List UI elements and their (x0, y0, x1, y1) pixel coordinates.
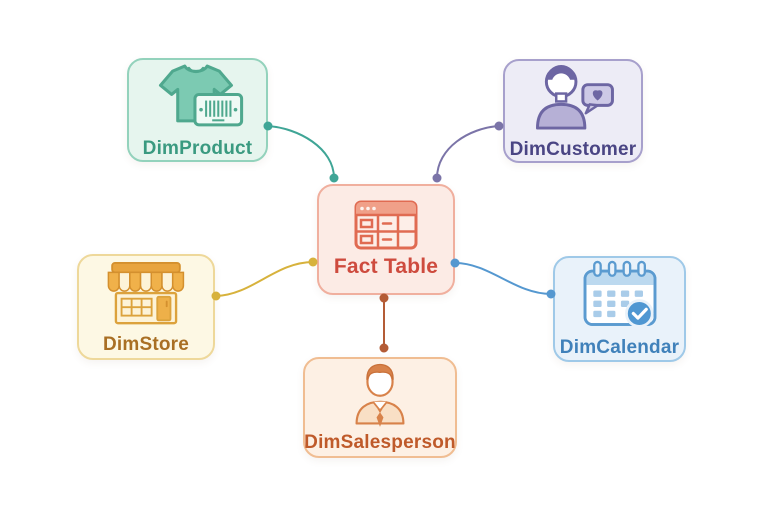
person-tie-icon (355, 363, 405, 427)
node-dim-product[interactable]: DimProduct (127, 58, 268, 162)
node-label-dim-customer: DimCustomer (509, 139, 637, 160)
connector-fact-salesperson (379, 293, 389, 353)
connector-store-fact (211, 257, 318, 301)
node-label-dim-product: DimProduct (142, 138, 253, 159)
node-dim-salesperson[interactable]: DimSalesperson (303, 357, 457, 458)
node-dim-store[interactable]: DimStore (77, 254, 215, 360)
node-label-fact-table: Fact Table (333, 255, 439, 278)
storefront-icon (107, 261, 185, 324)
tshirt-barcode-icon (158, 64, 243, 127)
node-fact-table[interactable]: Fact Table (317, 184, 455, 295)
node-label-dim-store: DimStore (102, 333, 190, 355)
node-dim-customer[interactable]: DimCustomer (503, 59, 643, 163)
connector-fact-calendar (450, 258, 556, 299)
person-heart-chat-icon (536, 64, 614, 130)
connector-product-fact (263, 121, 339, 183)
node-label-dim-calendar: DimCalendar (559, 336, 680, 358)
connector-customer-fact (432, 121, 504, 183)
calendar-check-icon (583, 260, 656, 328)
node-label-dim-salesperson: DimSalesperson (304, 432, 456, 453)
node-dim-calendar[interactable]: DimCalendar (553, 256, 686, 362)
data-table-icon (354, 200, 418, 250)
